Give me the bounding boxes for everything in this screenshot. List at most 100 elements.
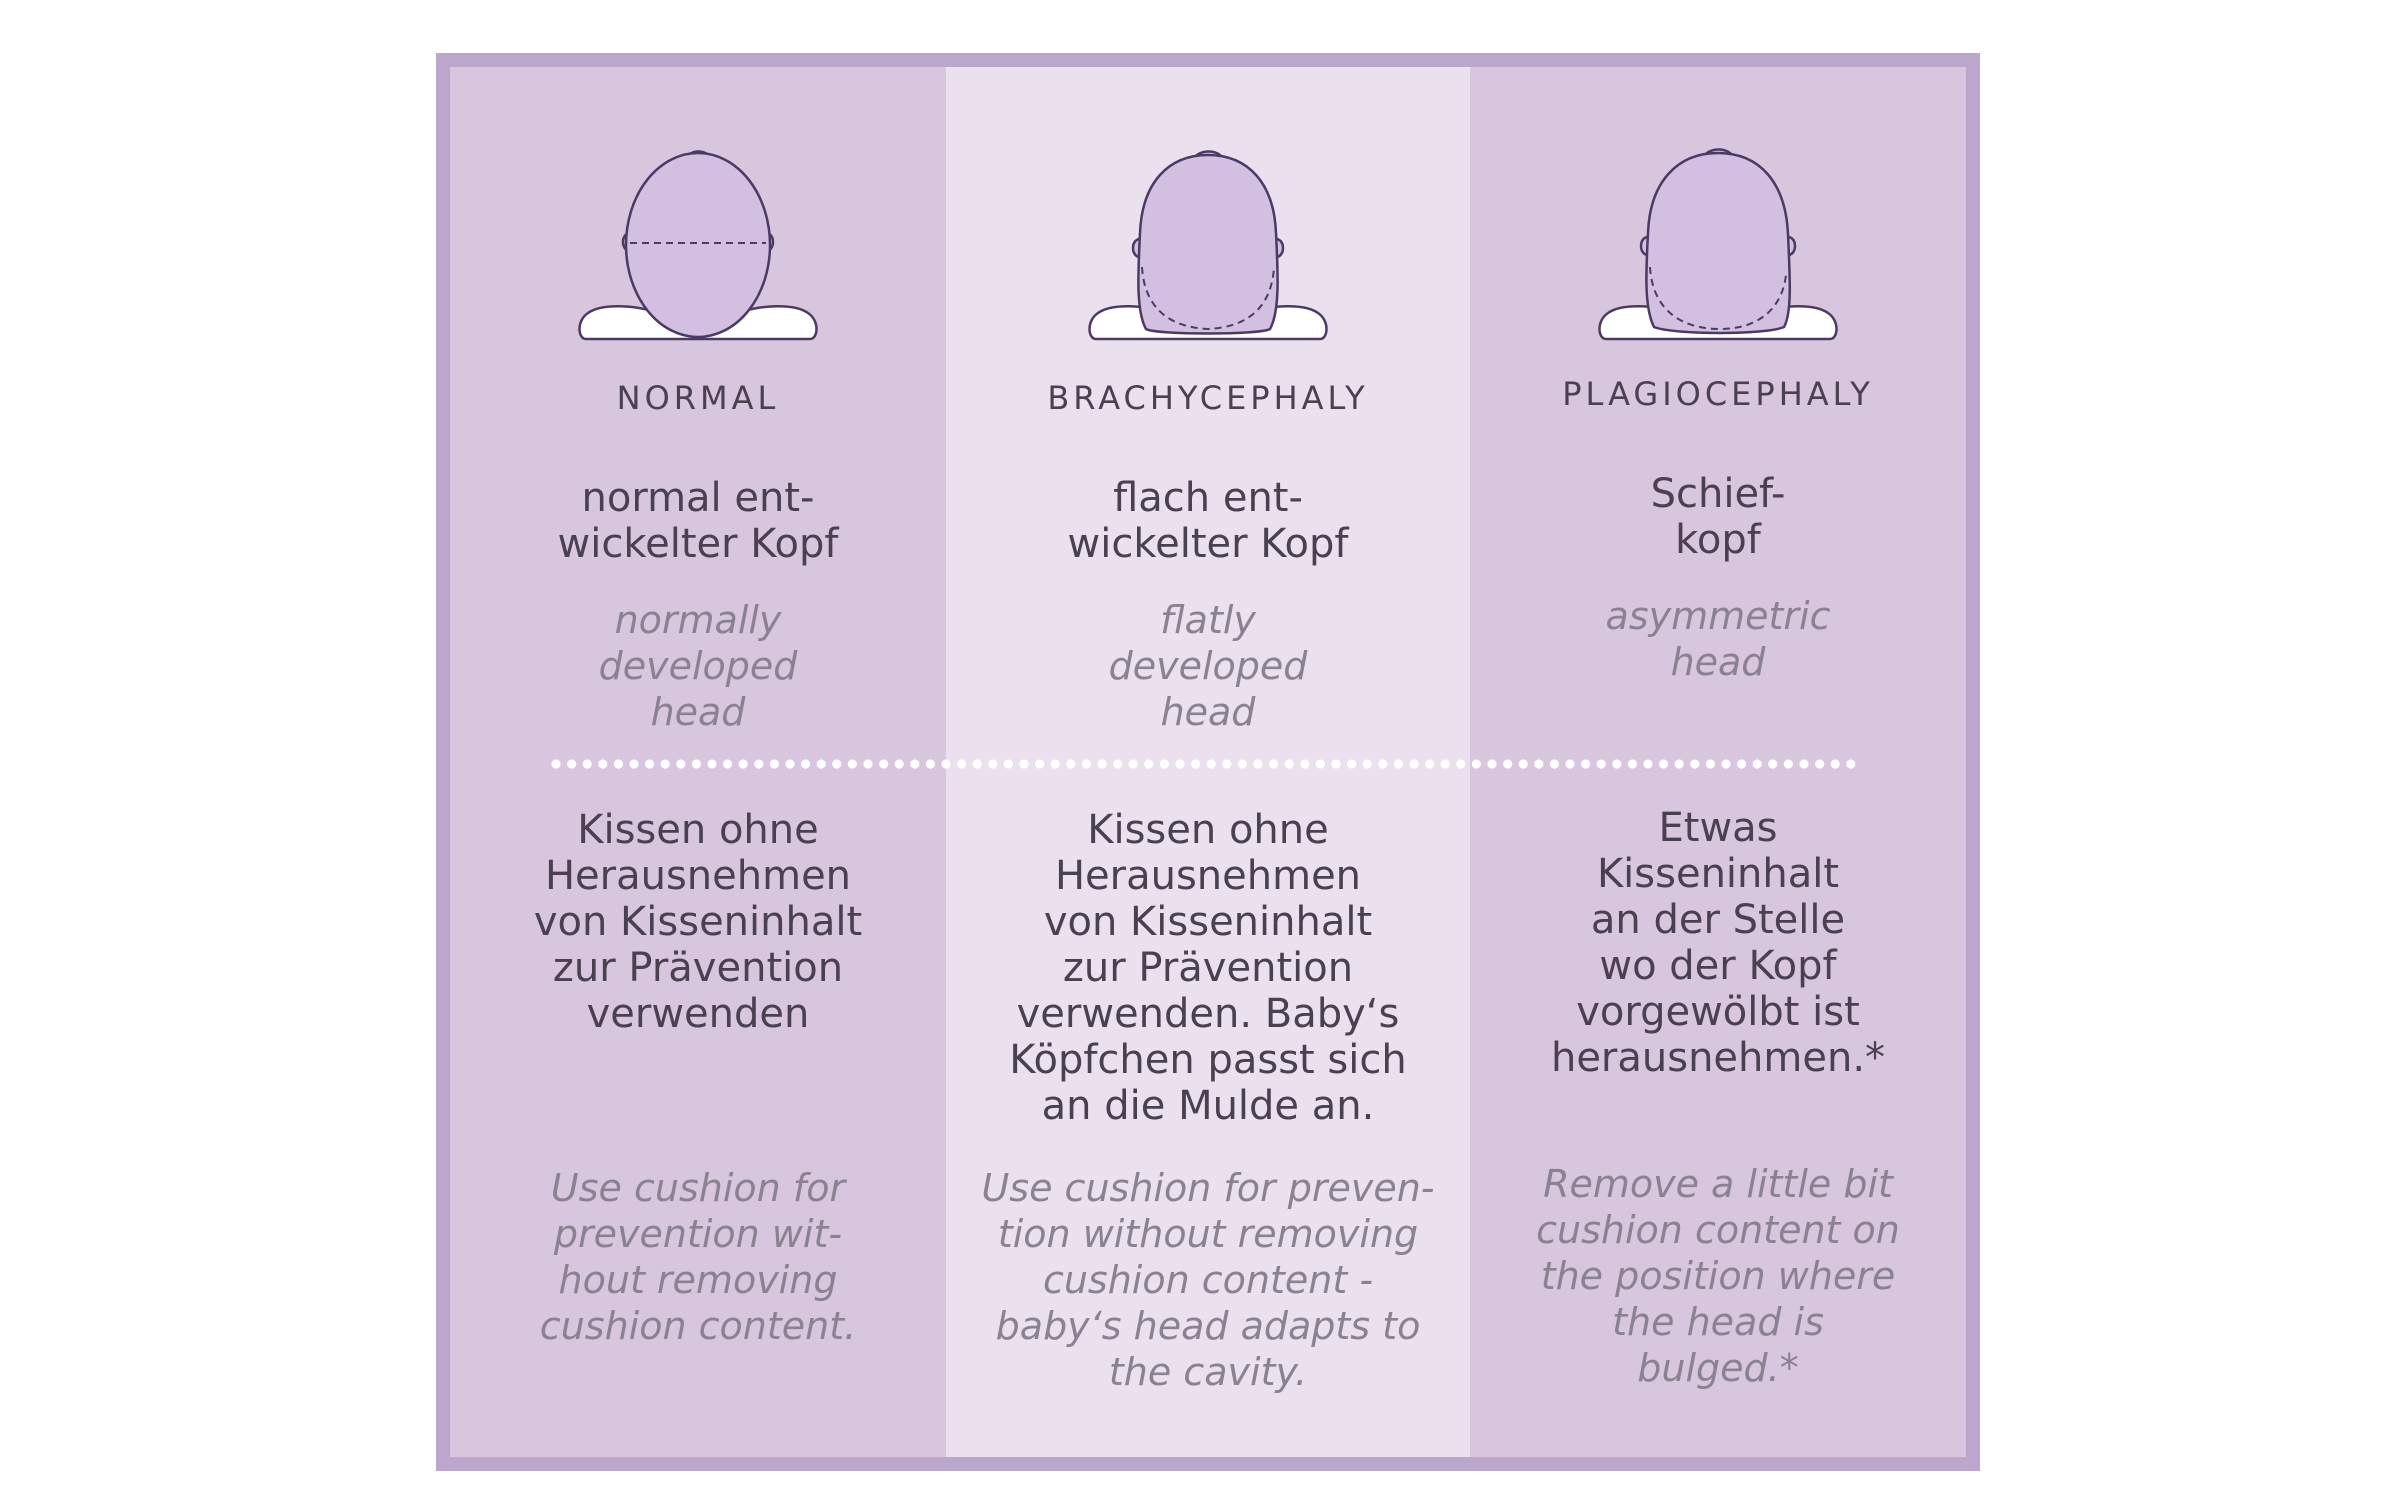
column-plagiocephaly: PLAGIOCEPHALY Schief- kopf asymmetric he…	[1470, 67, 1966, 1457]
condition-label: BRACHYCEPHALY	[1047, 379, 1369, 417]
german-title: flach ent- wickelter Kopf	[1067, 475, 1349, 567]
divider-dot	[754, 759, 764, 769]
divider-dot	[1643, 759, 1653, 769]
divider-dot	[1144, 759, 1154, 769]
divider-dot	[645, 759, 655, 769]
divider-dot	[1752, 759, 1762, 769]
divider-dot	[1549, 759, 1559, 769]
german-title: Schief- kopf	[1650, 471, 1786, 563]
divider-dot	[801, 759, 811, 769]
divider-dot	[738, 759, 748, 769]
divider-dot	[1612, 759, 1622, 769]
divider-dot	[723, 759, 733, 769]
divider-dot	[1799, 759, 1809, 769]
divider-dot	[1830, 759, 1840, 769]
divider-dot	[847, 759, 857, 769]
divider-dot	[832, 759, 842, 769]
divider-dot	[1159, 759, 1169, 769]
divider-dot	[957, 759, 967, 769]
divider-dot	[1019, 759, 1029, 769]
divider-dot	[925, 759, 935, 769]
divider-dot	[1253, 759, 1263, 769]
english-title: normally developed head	[598, 598, 798, 734]
divider-dot	[1768, 759, 1778, 769]
divider-dot	[567, 759, 577, 769]
divider-dot	[816, 759, 826, 769]
divider-dot	[691, 759, 701, 769]
english-title: asymmetric head	[1605, 594, 1831, 684]
divider-dot	[769, 759, 779, 769]
divider-dot	[707, 759, 717, 769]
divider-dot	[1378, 759, 1388, 769]
divider-dot	[1440, 759, 1450, 769]
divider-dot	[1705, 759, 1715, 769]
divider-dot	[1191, 759, 1201, 769]
divider-dot	[1300, 759, 1310, 769]
divider-dot	[1783, 759, 1793, 769]
dotted-divider	[548, 756, 1862, 772]
divider-dot	[785, 759, 795, 769]
divider-dot	[863, 759, 873, 769]
divider-dot	[1518, 759, 1528, 769]
divider-dot	[1081, 759, 1091, 769]
divider-dot	[613, 759, 623, 769]
divider-dot	[1846, 759, 1856, 769]
divider-dot	[551, 759, 561, 769]
divider-dot	[910, 759, 920, 769]
divider-dot	[1581, 759, 1591, 769]
divider-dot	[1456, 759, 1466, 769]
divider-dot	[1003, 759, 1013, 769]
divider-dot	[1315, 759, 1325, 769]
divider-dot	[676, 759, 686, 769]
divider-dot	[1284, 759, 1294, 769]
divider-dot	[1269, 759, 1279, 769]
divider-dot	[1690, 759, 1700, 769]
divider-dot	[1222, 759, 1232, 769]
divider-dot	[988, 759, 998, 769]
divider-dot	[1503, 759, 1513, 769]
divider-dot	[1627, 759, 1637, 769]
divider-dot	[879, 759, 889, 769]
divider-dot	[1113, 759, 1123, 769]
head-normal-icon	[574, 143, 822, 351]
divider-dot	[582, 759, 592, 769]
divider-dot	[972, 759, 982, 769]
divider-dot	[1393, 759, 1403, 769]
divider-dot	[1815, 759, 1825, 769]
head-brachycephaly-icon	[1084, 143, 1332, 351]
divider-dot	[660, 759, 670, 769]
divider-dot	[894, 759, 904, 769]
column-normal: NORMAL normal ent- wickelter Kopf normal…	[450, 67, 946, 1457]
divider-dot	[1534, 759, 1544, 769]
divider-dot	[1659, 759, 1669, 769]
english-instruction: Use cushion for prevention wit- hout rem…	[539, 1166, 857, 1348]
divider-dot	[1565, 759, 1575, 769]
divider-dot	[1237, 759, 1247, 769]
german-title: normal ent- wickelter Kopf	[557, 475, 839, 567]
divider-dot	[1331, 759, 1341, 769]
english-instruction: Use cushion for preven- tion without rem…	[981, 1166, 1435, 1394]
divider-dot	[1737, 759, 1747, 769]
divider-dot	[1425, 759, 1435, 769]
divider-dot	[1128, 759, 1138, 769]
condition-label: NORMAL	[616, 379, 780, 417]
divider-dot	[1050, 759, 1060, 769]
divider-dot	[629, 759, 639, 769]
divider-dot	[1097, 759, 1107, 769]
divider-dot	[1674, 759, 1684, 769]
divider-dot	[1066, 759, 1076, 769]
divider-dot	[1035, 759, 1045, 769]
german-instruction: Kissen ohne Herausnehmen von Kisseninhal…	[1009, 807, 1407, 1129]
condition-label: PLAGIOCEPHALY	[1562, 375, 1874, 413]
divider-dot	[1721, 759, 1731, 769]
divider-dot	[1175, 759, 1185, 769]
divider-dot	[1206, 759, 1216, 769]
divider-dot	[598, 759, 608, 769]
german-instruction: Etwas Kisseninhalt an der Stelle wo der …	[1550, 805, 1886, 1081]
divider-dot	[1347, 759, 1357, 769]
divider-dot	[1596, 759, 1606, 769]
divider-dot	[1409, 759, 1419, 769]
divider-dot	[941, 759, 951, 769]
english-instruction: Remove a little bit cushion content on t…	[1536, 1162, 1900, 1390]
german-instruction: Kissen ohne Herausnehmen von Kisseninhal…	[533, 807, 863, 1037]
